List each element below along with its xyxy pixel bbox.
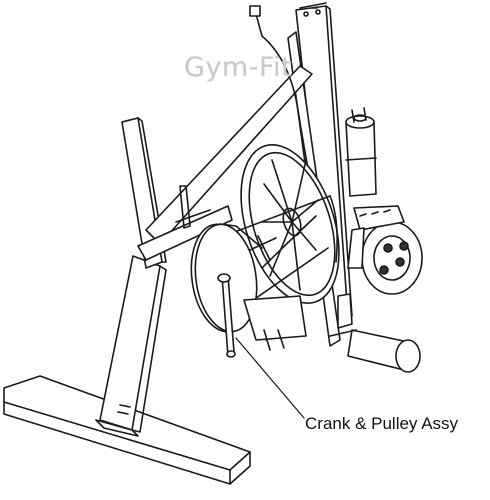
crank-pulley-callout-label: Crank & Pulley Assy xyxy=(305,414,459,433)
gear-assembly xyxy=(347,205,423,295)
lower-bracket xyxy=(243,293,353,351)
rear-roller-foot xyxy=(329,329,421,373)
front-leg-post xyxy=(95,255,167,437)
generator-unit xyxy=(345,107,377,197)
callout-leader-line xyxy=(235,337,305,419)
cable-connector xyxy=(249,5,261,17)
watermark-text: Gym-Fit xyxy=(184,52,293,83)
diagonal-arm xyxy=(137,65,313,261)
crank-arm xyxy=(217,273,236,358)
